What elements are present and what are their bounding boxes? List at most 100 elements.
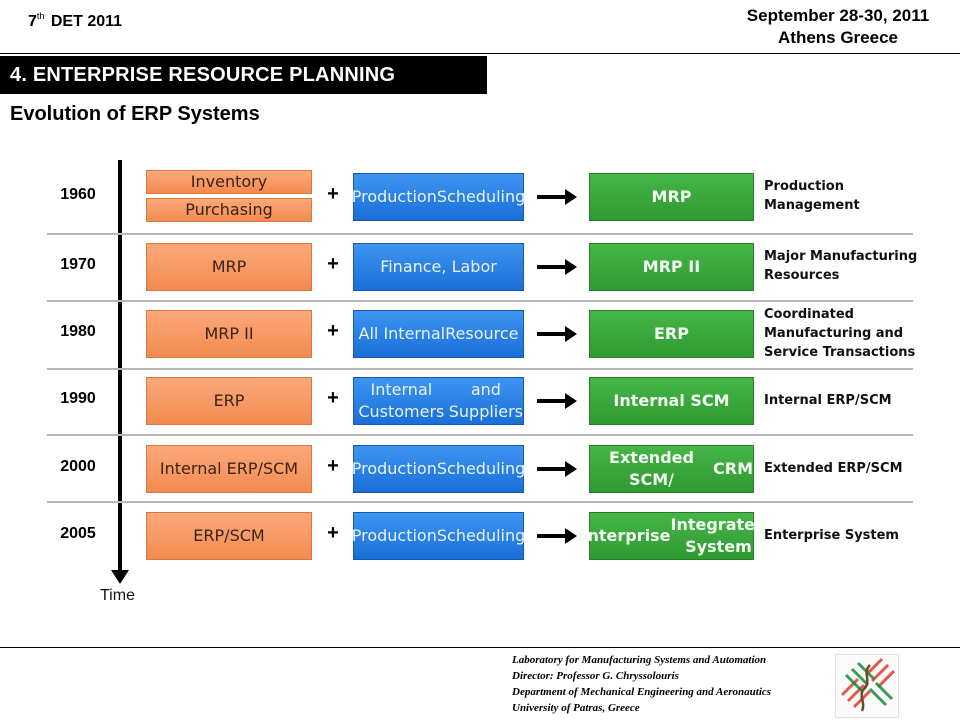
box-line: ERP/SCM (193, 526, 265, 545)
box-line: Production (764, 179, 844, 194)
year-label: 2000 (60, 458, 96, 475)
input-box: MRP (146, 243, 312, 291)
outcome-label: Extended ERP/SCM (764, 459, 944, 478)
box-line: All Internal (358, 324, 446, 343)
box-line: Internal SCM (613, 391, 730, 410)
row-divider (47, 300, 913, 302)
box-line: Enterprise (576, 526, 671, 545)
plus-sign: + (327, 320, 339, 342)
box-line: Production (351, 526, 437, 545)
box-line: and Suppliers (448, 380, 523, 421)
lms-logo (835, 654, 899, 718)
input-box: Purchasing (146, 198, 312, 222)
outcome-label: Enterprise System (764, 526, 944, 545)
timeline-axis (118, 160, 122, 575)
input-box: ERP/SCM (146, 512, 312, 560)
added-capability-box: Finance, Labor (353, 243, 524, 291)
box-line: Resource (445, 324, 519, 343)
box-line: Finance, Labor (380, 257, 497, 276)
box-line: Enterprise System (764, 528, 899, 543)
box-line: Scheduling (436, 187, 526, 206)
footer-divider (0, 647, 960, 648)
header-divider (0, 53, 960, 54)
box-line: MRP II (204, 324, 254, 343)
arrow-head (565, 393, 577, 409)
input-box: MRP II (146, 310, 312, 358)
plus-sign: + (327, 183, 339, 205)
box-line: Integrated System (670, 515, 767, 556)
arrow-shaft (537, 399, 567, 403)
arrow-head (565, 461, 577, 477)
box-line: Extended ERP/SCM (764, 461, 903, 476)
result-arrow (537, 187, 577, 207)
box-line: MRP (211, 257, 247, 276)
box-line: Inventory (190, 172, 268, 191)
result-arrow (537, 257, 577, 277)
conference-place: Athens Greece (778, 28, 898, 47)
box-line: Scheduling (436, 526, 526, 545)
arrow-head (565, 528, 577, 544)
arrow-head (565, 259, 577, 275)
arrow-shaft (537, 534, 567, 538)
row-divider (47, 368, 913, 370)
slide-subtitle: Evolution of ERP Systems (10, 103, 260, 125)
result-arrow (537, 526, 577, 546)
arrow-shaft (537, 332, 567, 336)
conference-number: 7 (28, 13, 37, 30)
row-divider (47, 434, 913, 436)
timeline-arrowhead (111, 570, 129, 584)
row-divider (47, 233, 913, 235)
result-arrow (537, 459, 577, 479)
result-box: Internal SCM (589, 377, 754, 425)
year-label: 1990 (60, 390, 96, 407)
box-line: Management (764, 198, 860, 213)
lms-logo-graphic (840, 657, 896, 712)
footer-lab: Laboratory for Manufacturing Systems and… (512, 654, 767, 666)
arrow-shaft (537, 265, 567, 269)
box-line: Internal ERP/SCM (159, 459, 299, 478)
conference-date-place: September 28-30, 2011 Athens Greece (728, 5, 948, 49)
box-line: MRP (651, 187, 692, 206)
result-arrow (537, 391, 577, 411)
result-box: ERP (589, 310, 754, 358)
outcome-label: Internal ERP/SCM (764, 391, 944, 410)
box-line: Scheduling (436, 459, 526, 478)
year-label: 1960 (60, 186, 96, 203)
box-line: Service Transactions (764, 345, 916, 360)
footer-director: Director: Professor G. Chryssolouris (512, 670, 679, 682)
arrow-shaft (537, 195, 567, 199)
plus-sign: + (327, 253, 339, 275)
box-line: Coordinated (764, 307, 854, 322)
arrow-head (565, 326, 577, 342)
year-label: 1980 (60, 323, 96, 340)
box-line: CRM (713, 459, 753, 478)
time-label: Time (100, 587, 135, 604)
box-line: Internal ERP/SCM (764, 393, 892, 408)
box-line: ERP (213, 391, 245, 410)
plus-sign: + (327, 522, 339, 544)
plus-sign: + (327, 387, 339, 409)
year-label: 2005 (60, 525, 96, 542)
box-line: Internal Customers (358, 380, 445, 421)
footer-credits: Laboratory for Manufacturing Systems and… (512, 652, 771, 716)
row-divider (47, 501, 913, 503)
conference-ordinal: th (36, 11, 45, 21)
footer-department: Department of Mechanical Engineering and… (512, 686, 772, 698)
input-box: Inventory (146, 170, 312, 194)
box-line: Production (351, 459, 437, 478)
result-box: Extended SCM/CRM (589, 445, 754, 493)
conference-date: September 28-30, 2011 (746, 6, 930, 25)
conference-title: DET 2011 (50, 13, 123, 30)
section-title: 4. ENTERPRISE RESOURCE PLANNING (0, 56, 487, 94)
box-line: Production (351, 187, 437, 206)
arrow-head (565, 189, 577, 205)
box-line: ERP (654, 324, 689, 343)
